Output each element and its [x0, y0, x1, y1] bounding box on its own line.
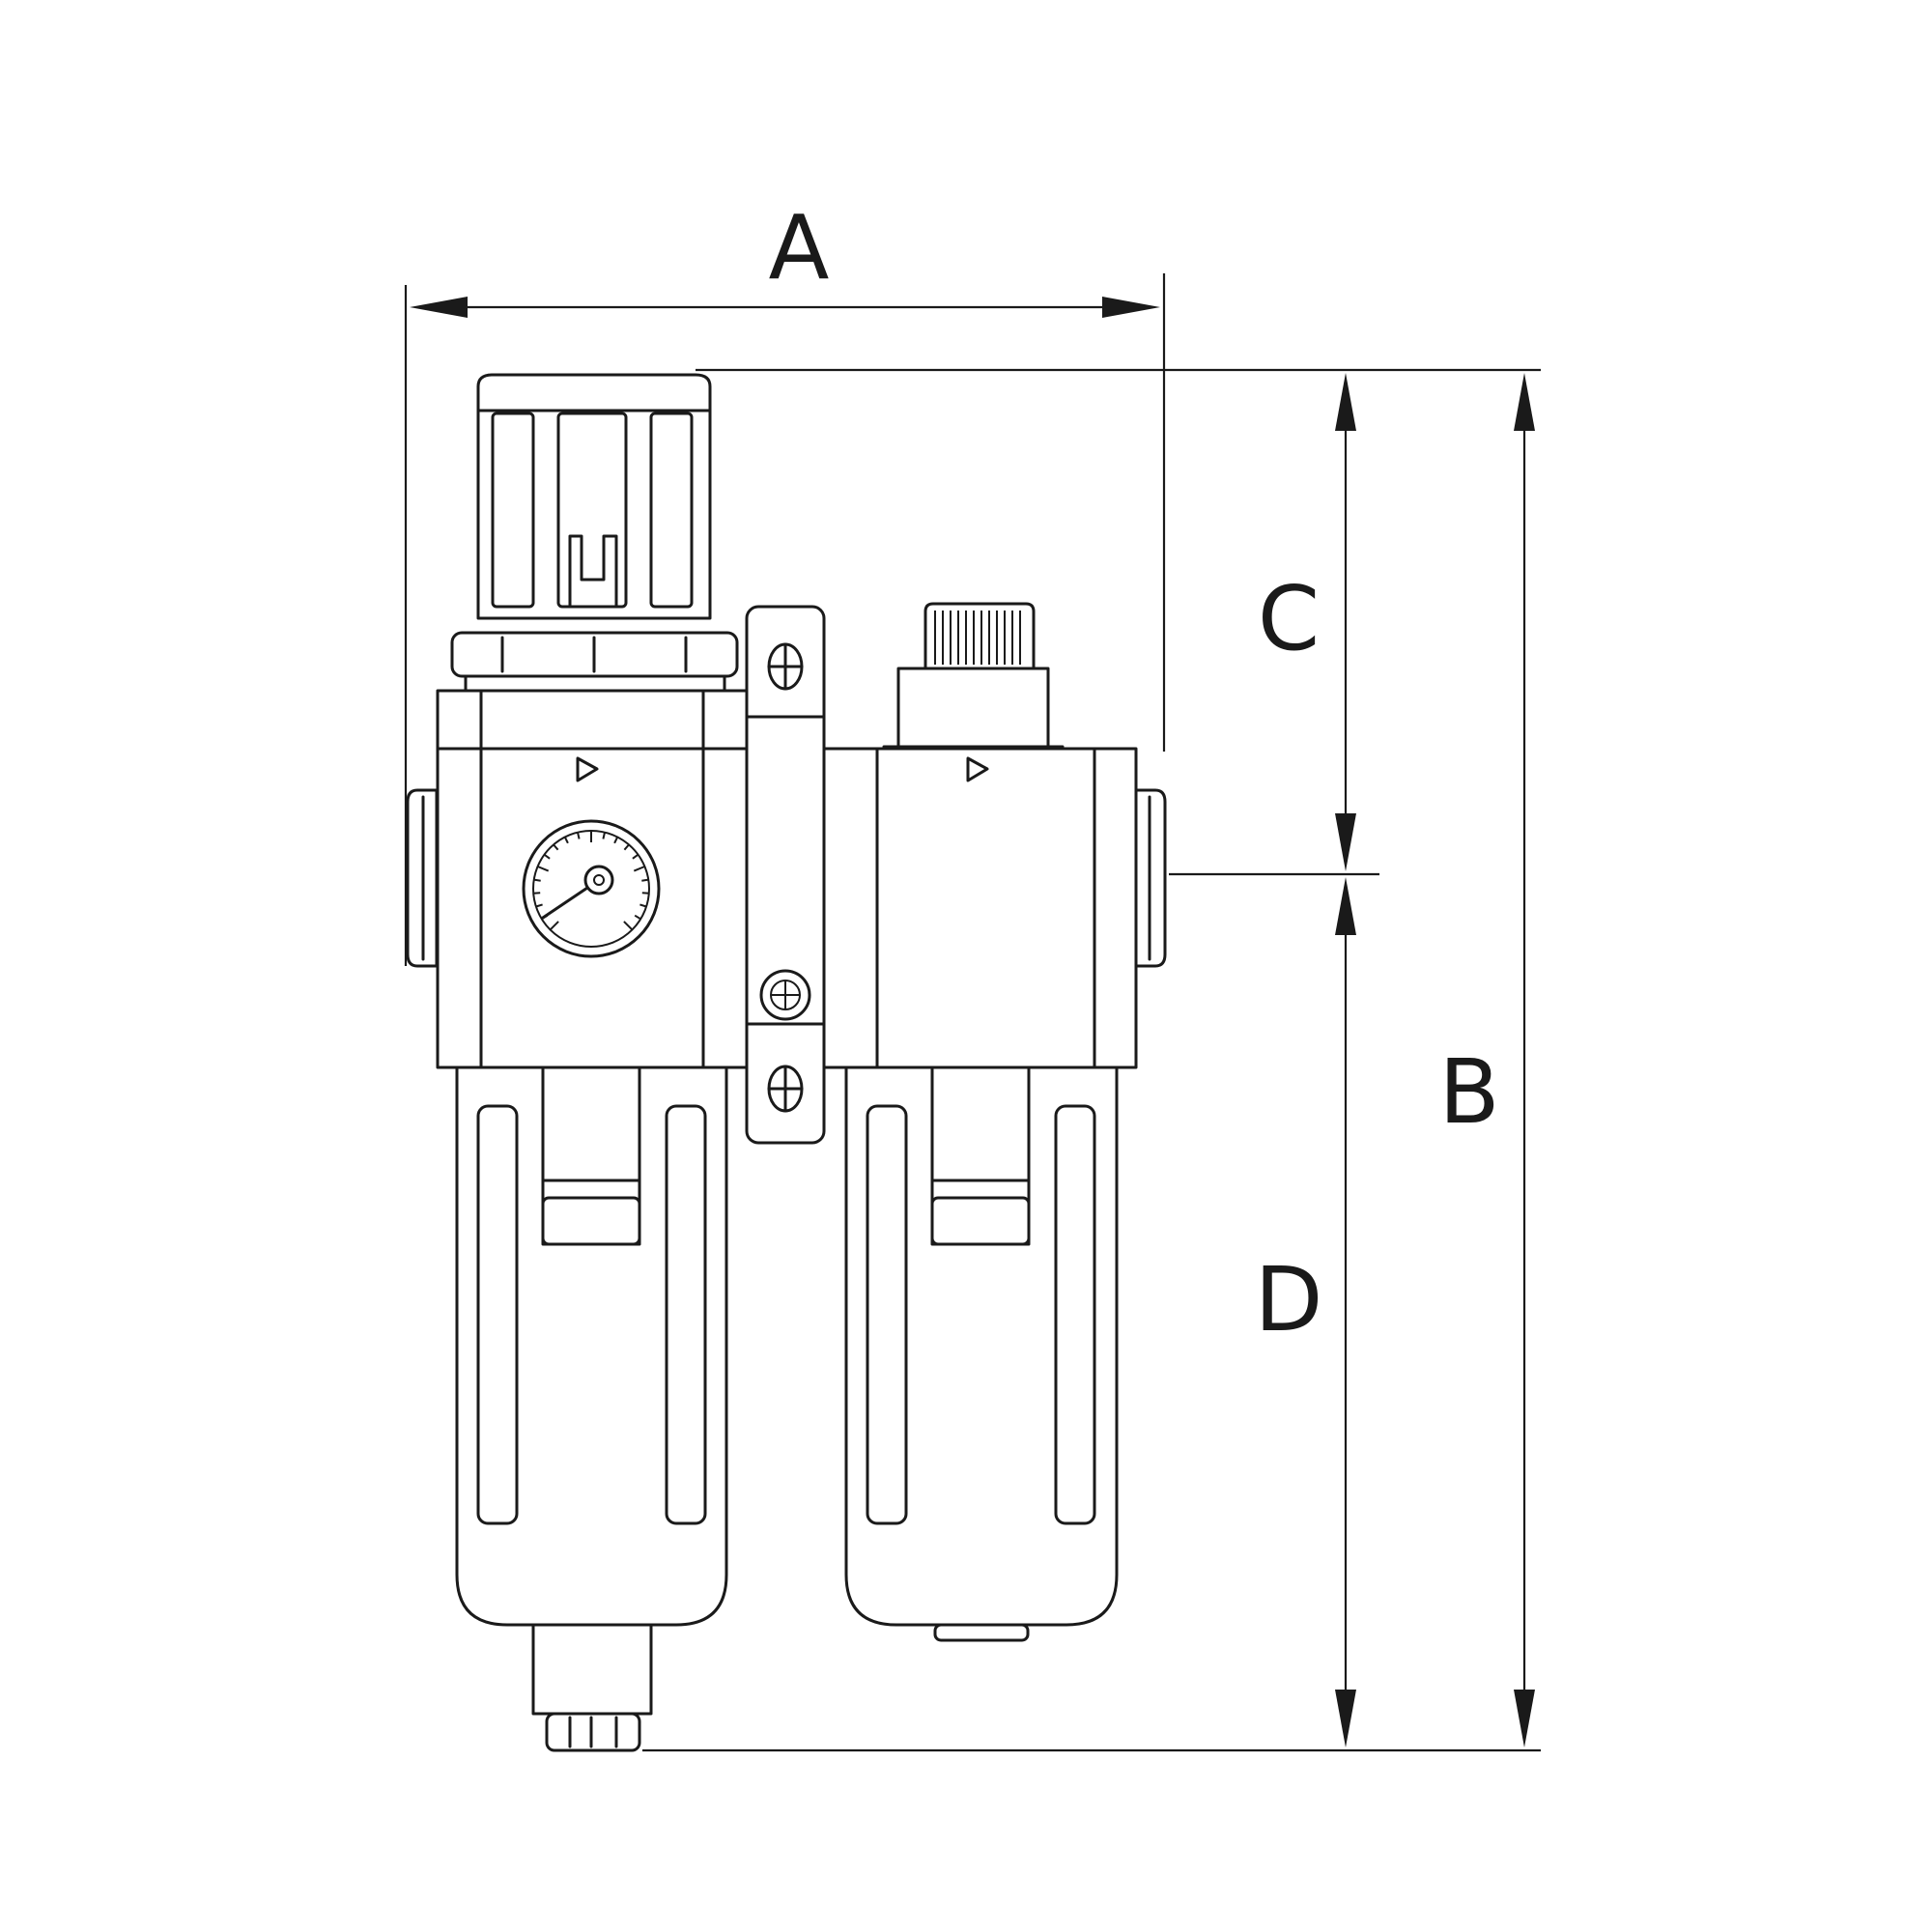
flow-arrow-icon — [966, 756, 989, 782]
drain-valve-icon — [545, 1712, 641, 1752]
gauge-tick — [632, 853, 639, 860]
dimension-d: D — [1255, 877, 1356, 1747]
pressure-gauge-icon — [522, 819, 661, 958]
gauge-tick — [577, 832, 581, 839]
dimension-a: A — [404, 196, 1166, 966]
gauge-tick — [553, 843, 559, 851]
dimension-extension-lines — [642, 368, 1541, 1752]
gauge-tick — [537, 866, 550, 872]
dimension-b: B — [1438, 373, 1535, 1747]
outlet-port — [1134, 788, 1167, 968]
gauge-tick — [549, 921, 559, 931]
gauge-tick — [613, 837, 619, 844]
gauge-tick — [633, 866, 645, 872]
lubricator-bowl — [844, 1065, 1119, 1642]
gauge-tick — [623, 843, 630, 851]
regulator-knob — [476, 373, 712, 620]
inlet-port — [406, 788, 439, 968]
connector-bolt-icon — [759, 969, 811, 1021]
gauge-tick — [533, 892, 541, 895]
gauge-tick — [641, 892, 649, 895]
gauge-tick — [543, 853, 551, 860]
dimension-c: C — [1258, 373, 1356, 871]
dimension-label-c: C — [1258, 567, 1320, 670]
gauge-tick — [634, 914, 641, 921]
dimension-label-a: A — [769, 196, 830, 299]
gauge-tick — [563, 837, 569, 844]
mounting-bracket — [745, 605, 826, 1145]
gauge-tick — [623, 921, 634, 931]
lubricator-body — [822, 747, 1138, 1069]
filter-bowl — [455, 1065, 728, 1752]
gauge-tick — [602, 832, 606, 839]
oil-feed-adjuster — [882, 602, 1065, 750]
flow-arrow-icon — [576, 756, 599, 782]
gauge-tick — [639, 903, 647, 908]
gauge-tick — [533, 878, 541, 882]
gauge-tick — [535, 903, 543, 908]
gauge-tick — [641, 878, 649, 882]
lock-nut — [450, 631, 739, 693]
dimension-label-b: B — [1438, 1040, 1499, 1144]
dimension-label-d: D — [1255, 1248, 1323, 1351]
